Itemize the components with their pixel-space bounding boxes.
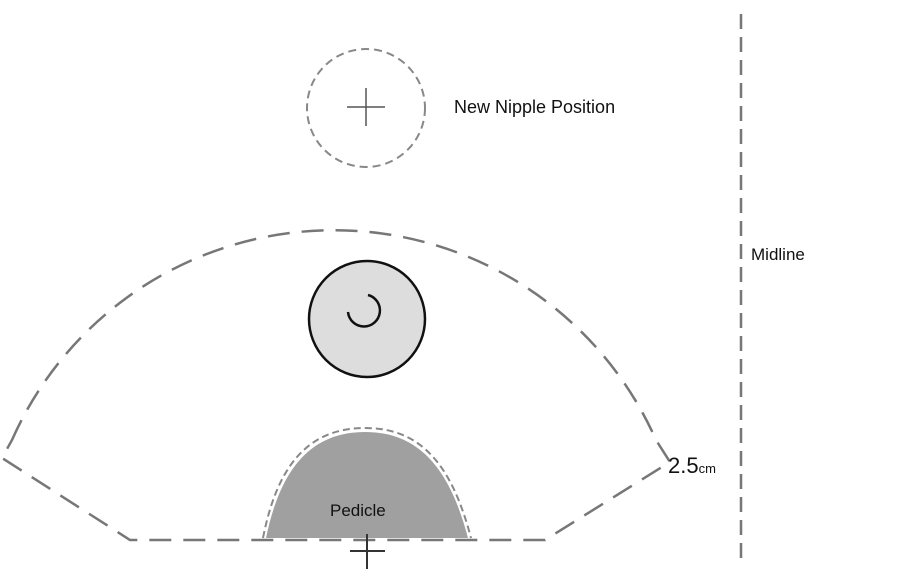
nipple-icon xyxy=(346,293,382,328)
pedicle-dashed-outline xyxy=(262,426,472,539)
pedicle-label: Pedicle xyxy=(330,501,386,520)
new-nipple-crosshair-icon xyxy=(347,88,385,126)
new-nipple-position-label: New Nipple Position xyxy=(454,97,616,117)
areola xyxy=(307,259,427,379)
wise-pattern-outline xyxy=(0,229,672,542)
new-nipple-circle xyxy=(306,48,426,168)
midline-label: Midline xyxy=(751,245,805,264)
measurement-unit: cm xyxy=(698,461,716,476)
measurement-value: 2.5 xyxy=(668,453,699,478)
measurement-label: 2.5cm xyxy=(668,453,716,479)
pedicle-base-crosshair-icon xyxy=(350,534,385,569)
pedicle xyxy=(266,432,468,538)
